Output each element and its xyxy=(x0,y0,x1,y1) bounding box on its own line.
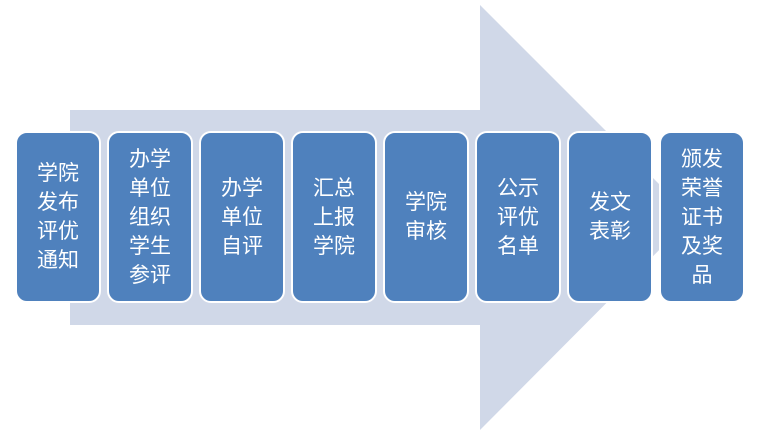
step-5-label: 学院审核 xyxy=(405,190,447,243)
step-1-label: 学院发布评优通知 xyxy=(37,161,79,272)
step-8-label: 颁发荣誉证书及奖品 xyxy=(681,146,723,287)
step-4-label: 汇总上报学院 xyxy=(313,175,355,258)
step-6-label: 公示评优名单 xyxy=(497,175,539,258)
step-3-box: 办学单位自评 xyxy=(199,131,285,303)
step-2-label: 办学单位组织学生参评 xyxy=(129,146,171,287)
step-4-box: 汇总上报学院 xyxy=(291,131,377,303)
step-5-box: 学院审核 xyxy=(383,131,469,303)
step-7-box: 发文表彰 xyxy=(567,131,653,303)
step-7-label: 发文表彰 xyxy=(589,190,631,243)
step-8-box: 颁发荣誉证书及奖品 xyxy=(659,131,745,303)
step-2-box: 办学单位组织学生参评 xyxy=(107,131,193,303)
step-3-label: 办学单位自评 xyxy=(221,175,263,258)
step-1-box: 学院发布评优通知 xyxy=(15,131,101,303)
arrow-shape xyxy=(70,5,692,430)
step-6-box: 公示评优名单 xyxy=(475,131,561,303)
